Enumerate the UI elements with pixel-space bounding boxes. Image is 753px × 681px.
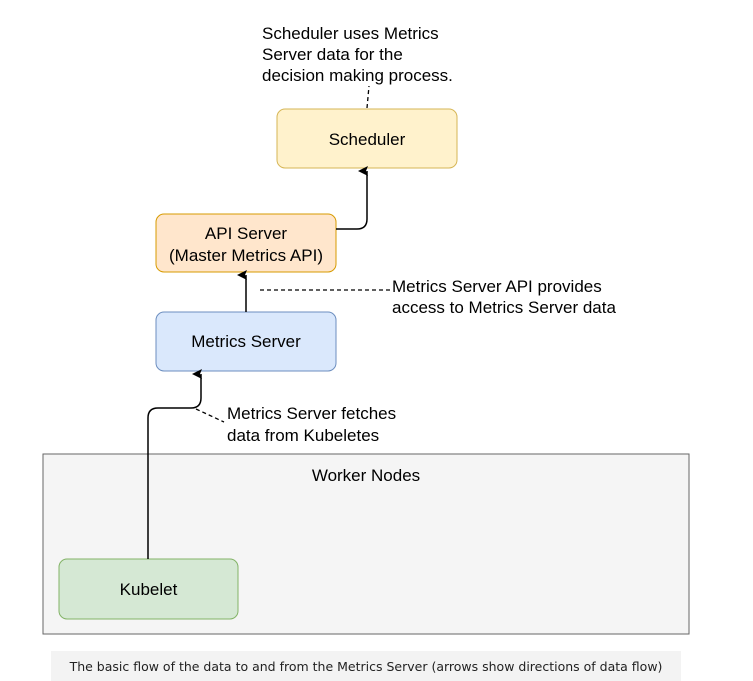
kubelet-label: Kubelet [120,580,178,599]
api-server-label-line1: API Server [205,224,288,243]
scheduler-note-connector [366,85,370,109]
kubelet-to-metrics-arrow [147,369,202,559]
fetch-note-connector [195,408,225,423]
scheduler-note-line3: decision making process. [262,66,453,85]
api-server-label-line2: (Master Metrics API) [169,246,323,265]
scheduler-note-line1: Scheduler uses Metrics [262,24,439,43]
api-note-line2: access to Metrics Server data [392,298,616,317]
worker-nodes-label: Worker Nodes [312,466,420,485]
api-note-line1: Metrics Server API provides [392,277,602,296]
api-to-scheduler-arrow [336,166,368,230]
scheduler-label: Scheduler [329,130,406,149]
figure-caption: The basic flow of the data to and from t… [51,651,681,681]
fetch-note-line2: data from Kubeletes [227,426,379,445]
scheduler-note-line2: Server data for the [262,45,403,64]
metrics-server-label: Metrics Server [191,332,301,351]
fetch-note-line1: Metrics Server fetches [227,404,396,423]
